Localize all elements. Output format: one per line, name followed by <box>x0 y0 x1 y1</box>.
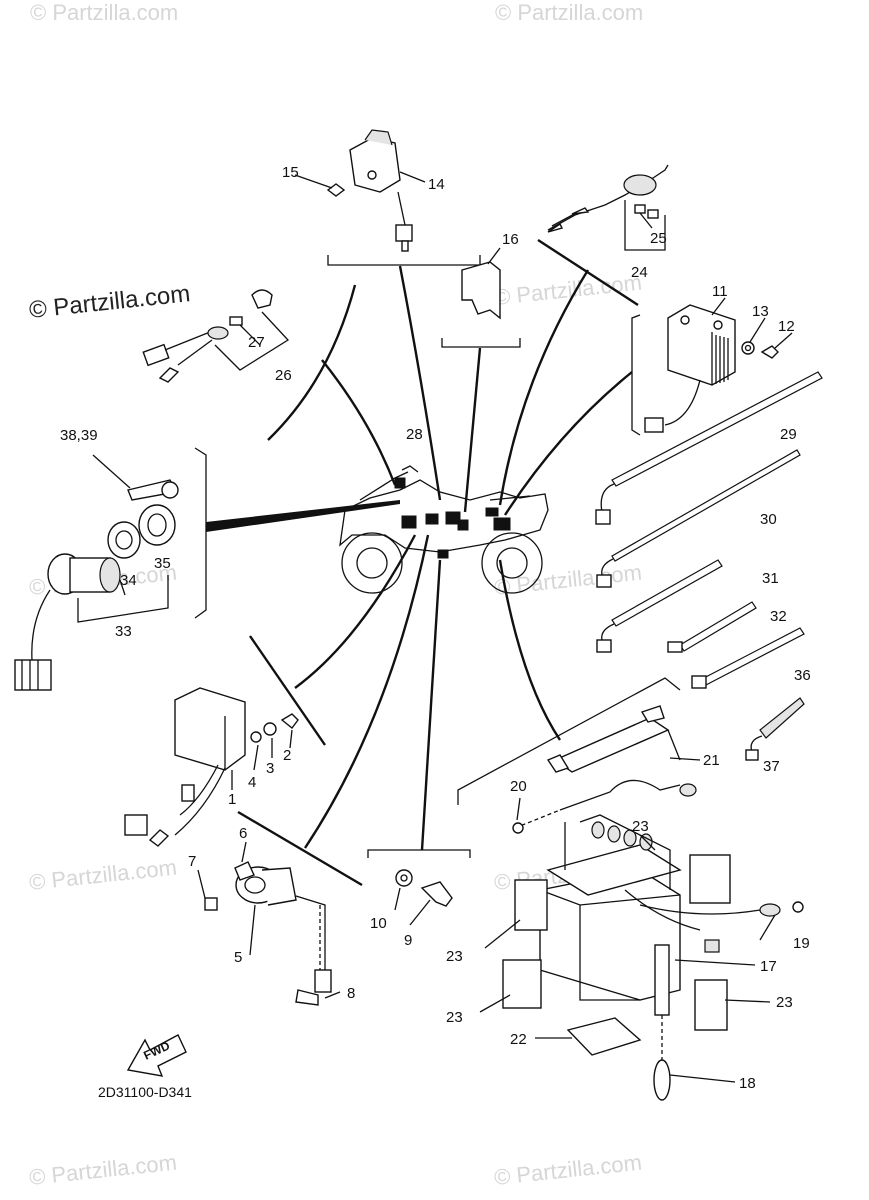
callout-1: 1 <box>228 791 236 808</box>
callout-3: 3 <box>266 760 274 777</box>
callout-4: 4 <box>248 774 256 791</box>
main-switch-assembly <box>14 454 179 691</box>
callout-23-top: 23 <box>632 818 649 835</box>
watermarks: © Partzilla.com © Partzilla.com © Partzi… <box>28 0 643 1190</box>
watermark: © Partzilla.com <box>493 560 643 600</box>
callout-37: 37 <box>763 758 780 775</box>
callout-22: 22 <box>510 1031 527 1048</box>
callout-34: 34 <box>120 572 137 589</box>
callout-27: 27 <box>248 334 265 351</box>
callout-12: 12 <box>778 318 795 335</box>
callout-5: 5 <box>234 949 242 966</box>
cdi-unit <box>124 687 299 847</box>
watermark: © Partzilla.com <box>28 855 178 895</box>
callout-21: 21 <box>703 752 720 769</box>
callout-23-left: 23 <box>446 948 463 965</box>
washer <box>395 869 413 887</box>
relay-cover <box>461 261 501 320</box>
callout-8: 8 <box>347 985 355 1002</box>
callout-15: 15 <box>282 164 299 181</box>
battery-group <box>479 705 804 1101</box>
callout-32: 32 <box>770 608 787 625</box>
cable-ties <box>595 371 823 761</box>
watermark: © Partzilla.com <box>28 1150 178 1190</box>
callout-11: 11 <box>712 283 728 300</box>
watermark: © Partzilla.com <box>495 0 643 25</box>
watermark: © Partzilla.com <box>30 0 178 25</box>
forward-arrow-icon: FWD <box>126 1034 187 1077</box>
sensor-bolt <box>420 881 453 907</box>
diagram-code: 2D31100-D341 <box>98 1084 192 1100</box>
callout-35: 35 <box>154 555 171 572</box>
callout-30: 30 <box>760 511 777 528</box>
callout-18: 18 <box>739 1075 756 1092</box>
callout-33: 33 <box>115 623 132 640</box>
callout-labels: 1 2 3 4 5 6 7 8 9 10 11 12 13 14 15 16 1… <box>60 164 811 1092</box>
callout-24: 24 <box>631 264 648 281</box>
leader-lines <box>194 238 681 887</box>
callout-26: 26 <box>275 367 292 384</box>
callout-36: 36 <box>794 667 811 684</box>
callout-38-39: 38,39 <box>60 427 98 444</box>
callout-23-right: 23 <box>776 994 793 1011</box>
fuse-holder <box>547 164 669 251</box>
callout-23-lower-left: 23 <box>446 1009 463 1026</box>
callout-2: 2 <box>283 747 291 764</box>
callout-14: 14 <box>428 176 445 193</box>
callout-10: 10 <box>370 915 387 932</box>
starter-relay <box>294 129 426 252</box>
callout-17: 17 <box>760 958 777 975</box>
callout-28: 28 <box>406 426 423 443</box>
brand-watermark: © Partzilla.com <box>28 280 192 324</box>
lead-wire <box>142 289 290 383</box>
callout-19: 19 <box>793 935 810 952</box>
callout-20: 20 <box>510 778 527 795</box>
callout-25: 25 <box>650 230 667 247</box>
watermark: © Partzilla.com <box>493 1150 643 1190</box>
callout-29: 29 <box>780 426 797 443</box>
callout-6: 6 <box>239 825 247 842</box>
callout-31: 31 <box>762 570 779 587</box>
rectifier-regulator <box>644 297 793 433</box>
callout-9: 9 <box>404 932 412 949</box>
atv-vehicle <box>339 465 549 594</box>
ignition-coil <box>197 841 341 1006</box>
callout-16: 16 <box>502 231 519 248</box>
callout-7: 7 <box>188 853 196 870</box>
callout-13: 13 <box>752 303 769 320</box>
